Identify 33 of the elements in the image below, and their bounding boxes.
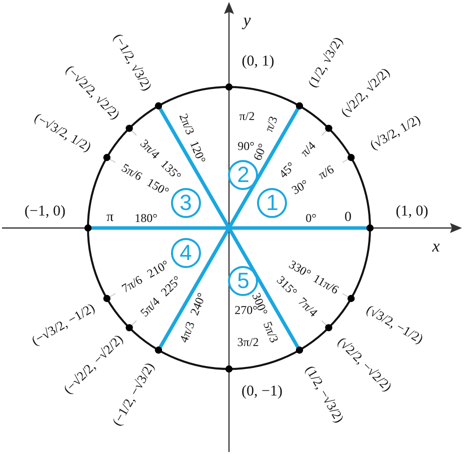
region-number: 1: [257, 188, 288, 218]
angle-label: 5π/3: [261, 320, 281, 344]
axis-label: 0: [344, 211, 352, 225]
axis-label: x: [432, 238, 440, 254]
angle-label: 45°: [276, 160, 298, 180]
angle-label: 210°: [145, 258, 171, 280]
angle-label: 120°: [188, 139, 208, 165]
angle-label: 30°: [290, 178, 310, 196]
point-coordinates: (√3/2, 1/2): [368, 112, 423, 152]
angle-label: 11π/6: [311, 272, 341, 296]
axis-label: 0°: [306, 212, 316, 224]
axis-label: 180°: [134, 212, 158, 224]
angle-label: 5π/4: [138, 295, 162, 319]
angle-label: 2π/3: [177, 112, 197, 136]
angle-label: 4π/3: [177, 320, 197, 344]
axis-label: (0, −1): [242, 384, 282, 400]
axis-label: y: [243, 12, 251, 28]
region-number: 4: [170, 238, 201, 268]
axis-label: π/2: [239, 110, 255, 122]
region-number: 3: [170, 188, 201, 218]
angle-label: 240°: [188, 291, 208, 317]
axis-label: (0, 1): [242, 54, 274, 70]
axis-label: 90°: [238, 140, 254, 152]
axis-label: (1, 0): [396, 204, 428, 220]
axis-label: (−1, 0): [24, 204, 66, 220]
angle-label: π/4: [298, 139, 318, 158]
axis-label: π: [106, 211, 114, 225]
angle-label: 5π/6: [120, 161, 144, 183]
axis-label: 3π/2: [237, 336, 259, 348]
angle-label: π/6: [316, 162, 336, 182]
angle-label: 7π/6: [120, 273, 144, 295]
angle-label: π/3: [262, 114, 280, 134]
region-number: 2: [228, 160, 258, 190]
